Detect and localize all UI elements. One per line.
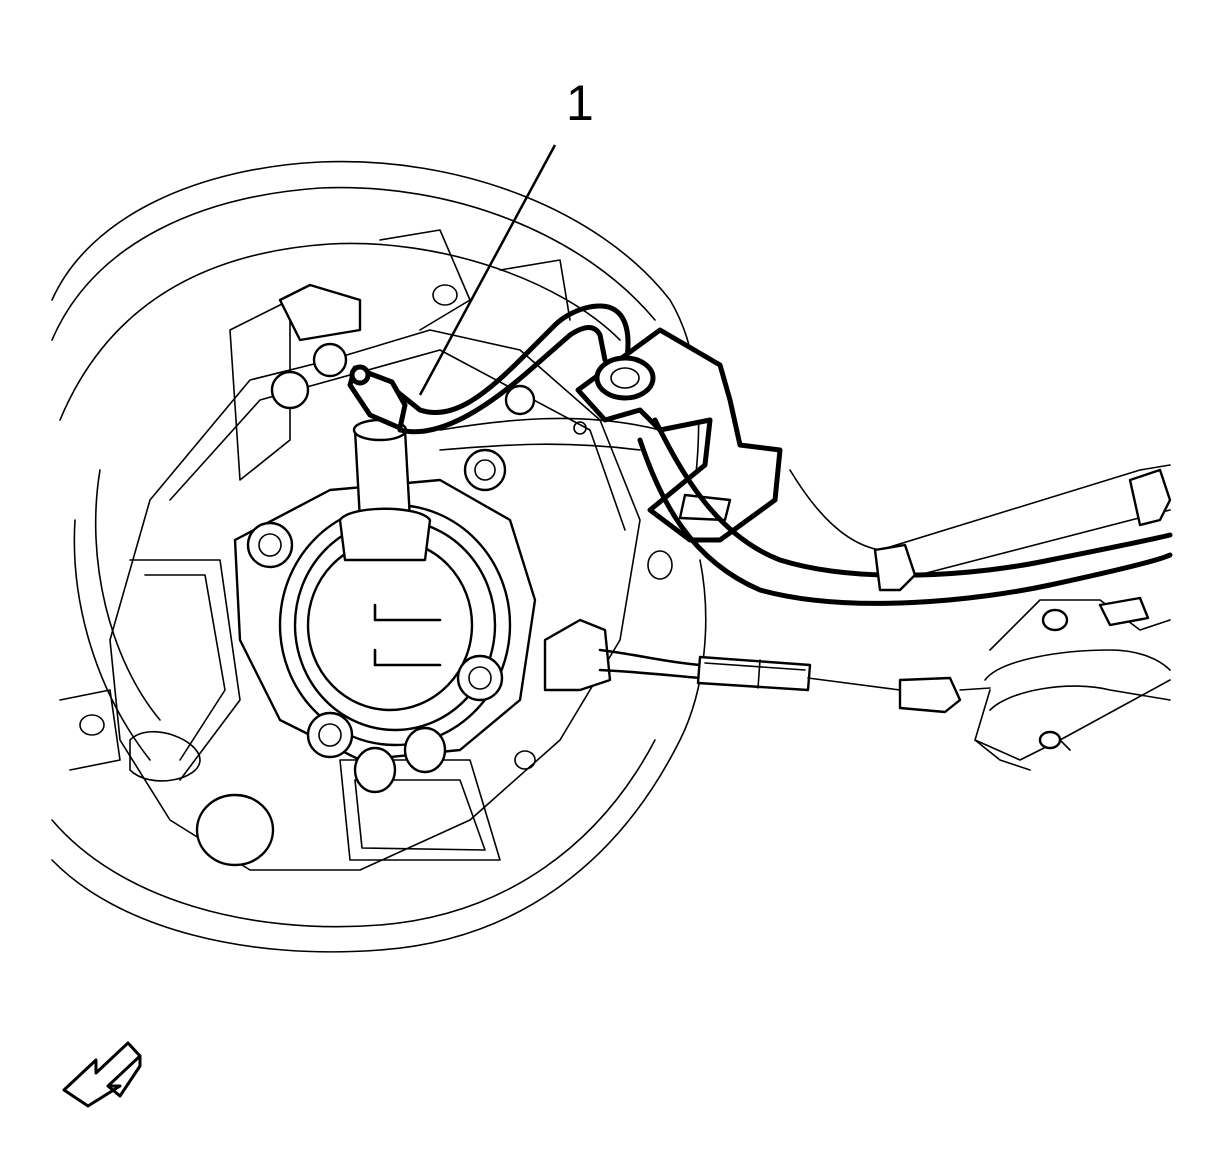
backing-plate-body (59, 229, 673, 871)
callout-label-1: 1 (566, 75, 594, 131)
view-direction-arrow-icon (62, 1041, 142, 1108)
brake-pipe (347, 303, 631, 435)
parking-brake-cable (543, 618, 991, 714)
wheel-hub (195, 448, 537, 867)
axle-beam (789, 464, 1172, 771)
brake-hose-bracket (439, 327, 1173, 606)
wheel-cylinder-post (270, 283, 432, 562)
callout-1-leader-line (418, 144, 557, 396)
